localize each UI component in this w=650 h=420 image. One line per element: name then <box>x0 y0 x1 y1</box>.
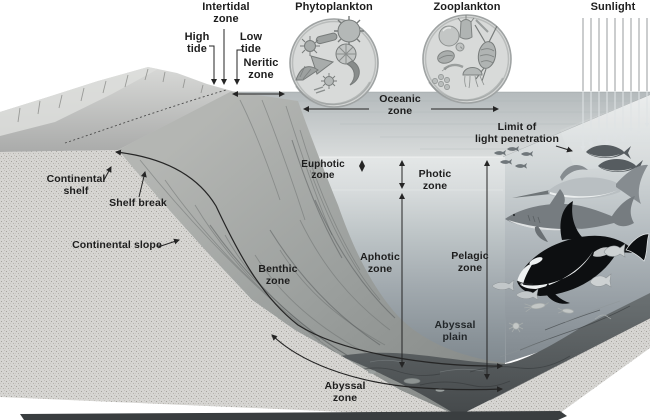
label-low-tide: Low tide <box>239 31 263 56</box>
label-limit-of-light-penetration: Limit of light penetration <box>475 121 559 145</box>
sun-rays <box>580 18 650 151</box>
label-photic-zone: Photic zone <box>418 168 452 192</box>
copepod <box>474 24 498 82</box>
arrow-abyssal <box>271 334 503 393</box>
label-intertidal-zone: Intertidal zone <box>202 1 250 26</box>
label-abyssal-plain: Abyssal plain <box>434 319 476 343</box>
annotation-arrows <box>103 29 573 393</box>
label-continental-shelf: Continental shelf <box>46 173 106 197</box>
label-oceanic-zone: Oceanic zone <box>379 93 421 117</box>
tuna-illustration <box>586 144 643 173</box>
label-abyssal-zone: Abyssal zone <box>324 380 366 404</box>
label-euphotic-zone: Euphotic zone <box>301 159 345 182</box>
block-bottom-edge <box>20 411 567 420</box>
zooplankton-inset <box>422 14 512 104</box>
label-continental-slope: Continental slope <box>72 239 162 251</box>
marlin-illustration <box>512 164 648 204</box>
label-shelf-break: Shelf break <box>109 197 167 209</box>
arrow-limit-of-light <box>555 145 573 153</box>
arrow-high-tide <box>209 45 217 85</box>
label-sunlight: Sunlight <box>590 1 636 13</box>
small-fish-right <box>589 243 626 288</box>
label-neritic-zone: Neritic zone <box>243 57 279 82</box>
label-high-tide: High tide <box>184 31 210 56</box>
label-zooplankton: Zooplankton <box>433 1 501 13</box>
arrow-low-tide <box>234 49 242 85</box>
phytoplankton-inset <box>289 16 379 108</box>
label-benthic-zone: Benthic zone <box>258 263 298 287</box>
water-surface <box>222 91 650 158</box>
arrow-continental-shelf <box>103 166 112 181</box>
label-pelagic-zone: Pelagic zone <box>451 250 489 274</box>
label-phytoplankton: Phytoplankton <box>295 1 373 13</box>
label-aphotic-zone: Aphotic zone <box>360 251 400 275</box>
terrain-land <box>0 67 232 152</box>
